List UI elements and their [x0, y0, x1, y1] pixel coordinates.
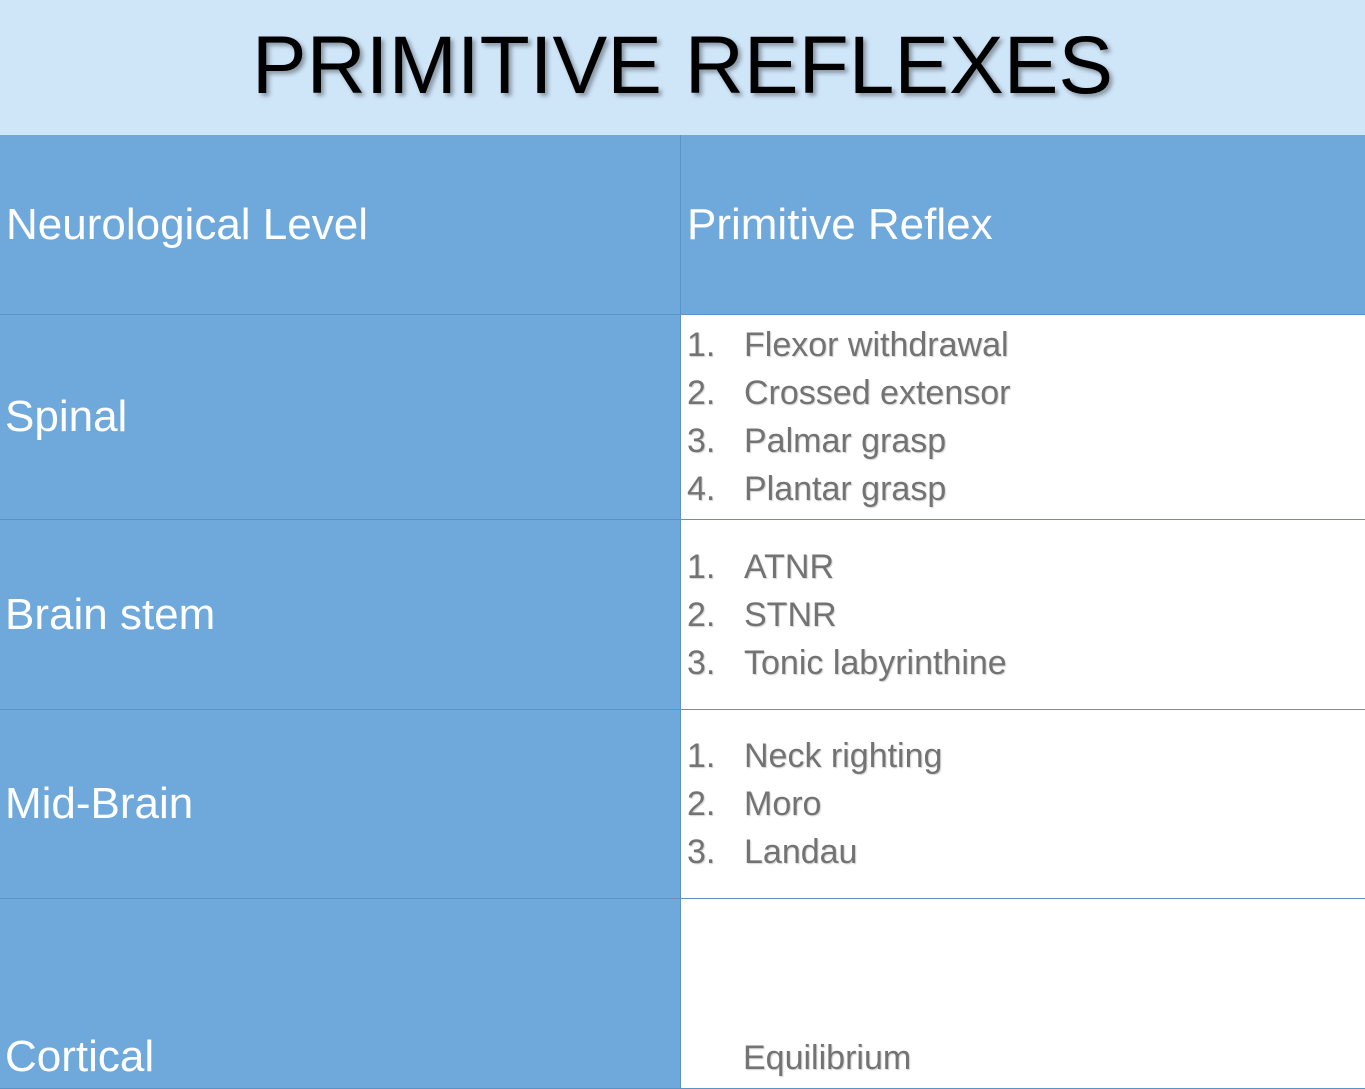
reflex-list: 1. Flexor withdrawal 2. Crossed extensor 3…	[681, 321, 1010, 513]
list-number: 3.	[687, 833, 716, 871]
list-item: 2. STNR	[687, 591, 1007, 639]
reflex-cell: Equilibrium	[681, 899, 1365, 1089]
list-number: 3.	[687, 643, 716, 682]
list-text: Neck righting	[744, 737, 943, 775]
list-number: 4.	[687, 470, 716, 508]
list-text: Plantar grasp	[744, 470, 947, 508]
level-cell: Cortical	[0, 899, 681, 1089]
reflex-cell: 1. Flexor withdrawal 2. Crossed extensor 3…	[681, 315, 1365, 520]
list-item: 2. Crossed extensor	[687, 369, 1010, 417]
level-label: Cortical	[5, 1032, 155, 1081]
reflex-cell: 1. Neck righting 2. Moro 3. Landau	[681, 710, 1365, 899]
list-text: Moro	[744, 785, 822, 823]
list-item: 2. Moro	[687, 780, 942, 828]
table-row: Cortical Equilibrium	[0, 899, 1365, 1089]
level-label: Spinal	[5, 392, 128, 441]
list-item: 3. Tonic labyrinthine	[687, 639, 1007, 687]
list-text: Crossed extensor	[744, 374, 1011, 412]
list-number: 2.	[687, 785, 716, 823]
list-item: 1. Flexor withdrawal	[687, 321, 1010, 369]
reflex-list: 1. ATNR 2. STNR 3. Tonic labyrinthine	[681, 543, 1007, 687]
list-text: Landau	[744, 833, 858, 871]
table-row: Mid-Brain 1. Neck righting 2. Moro 3. Landa…	[0, 710, 1365, 899]
header-label-reflex: Primitive Reflex	[687, 199, 993, 249]
level-cell: Spinal	[0, 315, 681, 520]
header-label-level: Neurological Level	[6, 199, 368, 249]
table-header-row: Neurological Level Primitive Reflex	[0, 135, 1365, 315]
list-number: 1.	[687, 547, 716, 586]
list-number: 1.	[687, 326, 716, 364]
reflex-cell: 1. ATNR 2. STNR 3. Tonic labyrinthine	[681, 520, 1365, 710]
list-text: Tonic labyrinthine	[744, 643, 1007, 682]
list-item: 3. Landau	[687, 828, 942, 876]
list-item: 3. Palmar grasp	[687, 417, 1010, 465]
list-number: 2.	[687, 595, 716, 634]
list-item: 1. Neck righting	[687, 732, 942, 780]
level-cell: Mid-Brain	[0, 710, 681, 899]
list-number: 2.	[687, 374, 716, 412]
list-text: STNR	[744, 595, 837, 634]
list-item: 1. ATNR	[687, 543, 1007, 591]
header-cell-reflex: Primitive Reflex	[681, 135, 1365, 315]
level-label: Brain stem	[5, 589, 216, 639]
table-row: Brain stem 1. ATNR 2. STNR 3. Tonic labyrin…	[0, 520, 1365, 710]
reflex-table: Neurological Level Primitive Reflex Spin…	[0, 135, 1365, 1089]
title-bar: PRIMITIVE REFLEXES	[0, 0, 1365, 135]
list-number: 3.	[687, 422, 716, 460]
table-row: Spinal 1. Flexor withdrawal 2. Crossed ext…	[0, 315, 1365, 520]
level-cell: Brain stem	[0, 520, 681, 710]
list-item: 4. Plantar grasp	[687, 465, 1010, 513]
level-label: Mid-Brain	[5, 779, 194, 828]
list-text: Flexor withdrawal	[744, 326, 1009, 364]
reflex-text: Equilibrium	[743, 1039, 912, 1077]
reflex-list: 1. Neck righting 2. Moro 3. Landau	[681, 732, 942, 876]
page-title: PRIMITIVE REFLEXES	[251, 19, 1114, 111]
header-cell-level: Neurological Level	[0, 135, 681, 315]
list-number: 1.	[687, 737, 716, 775]
list-text: ATNR	[744, 547, 835, 586]
list-text: Palmar grasp	[744, 422, 947, 460]
